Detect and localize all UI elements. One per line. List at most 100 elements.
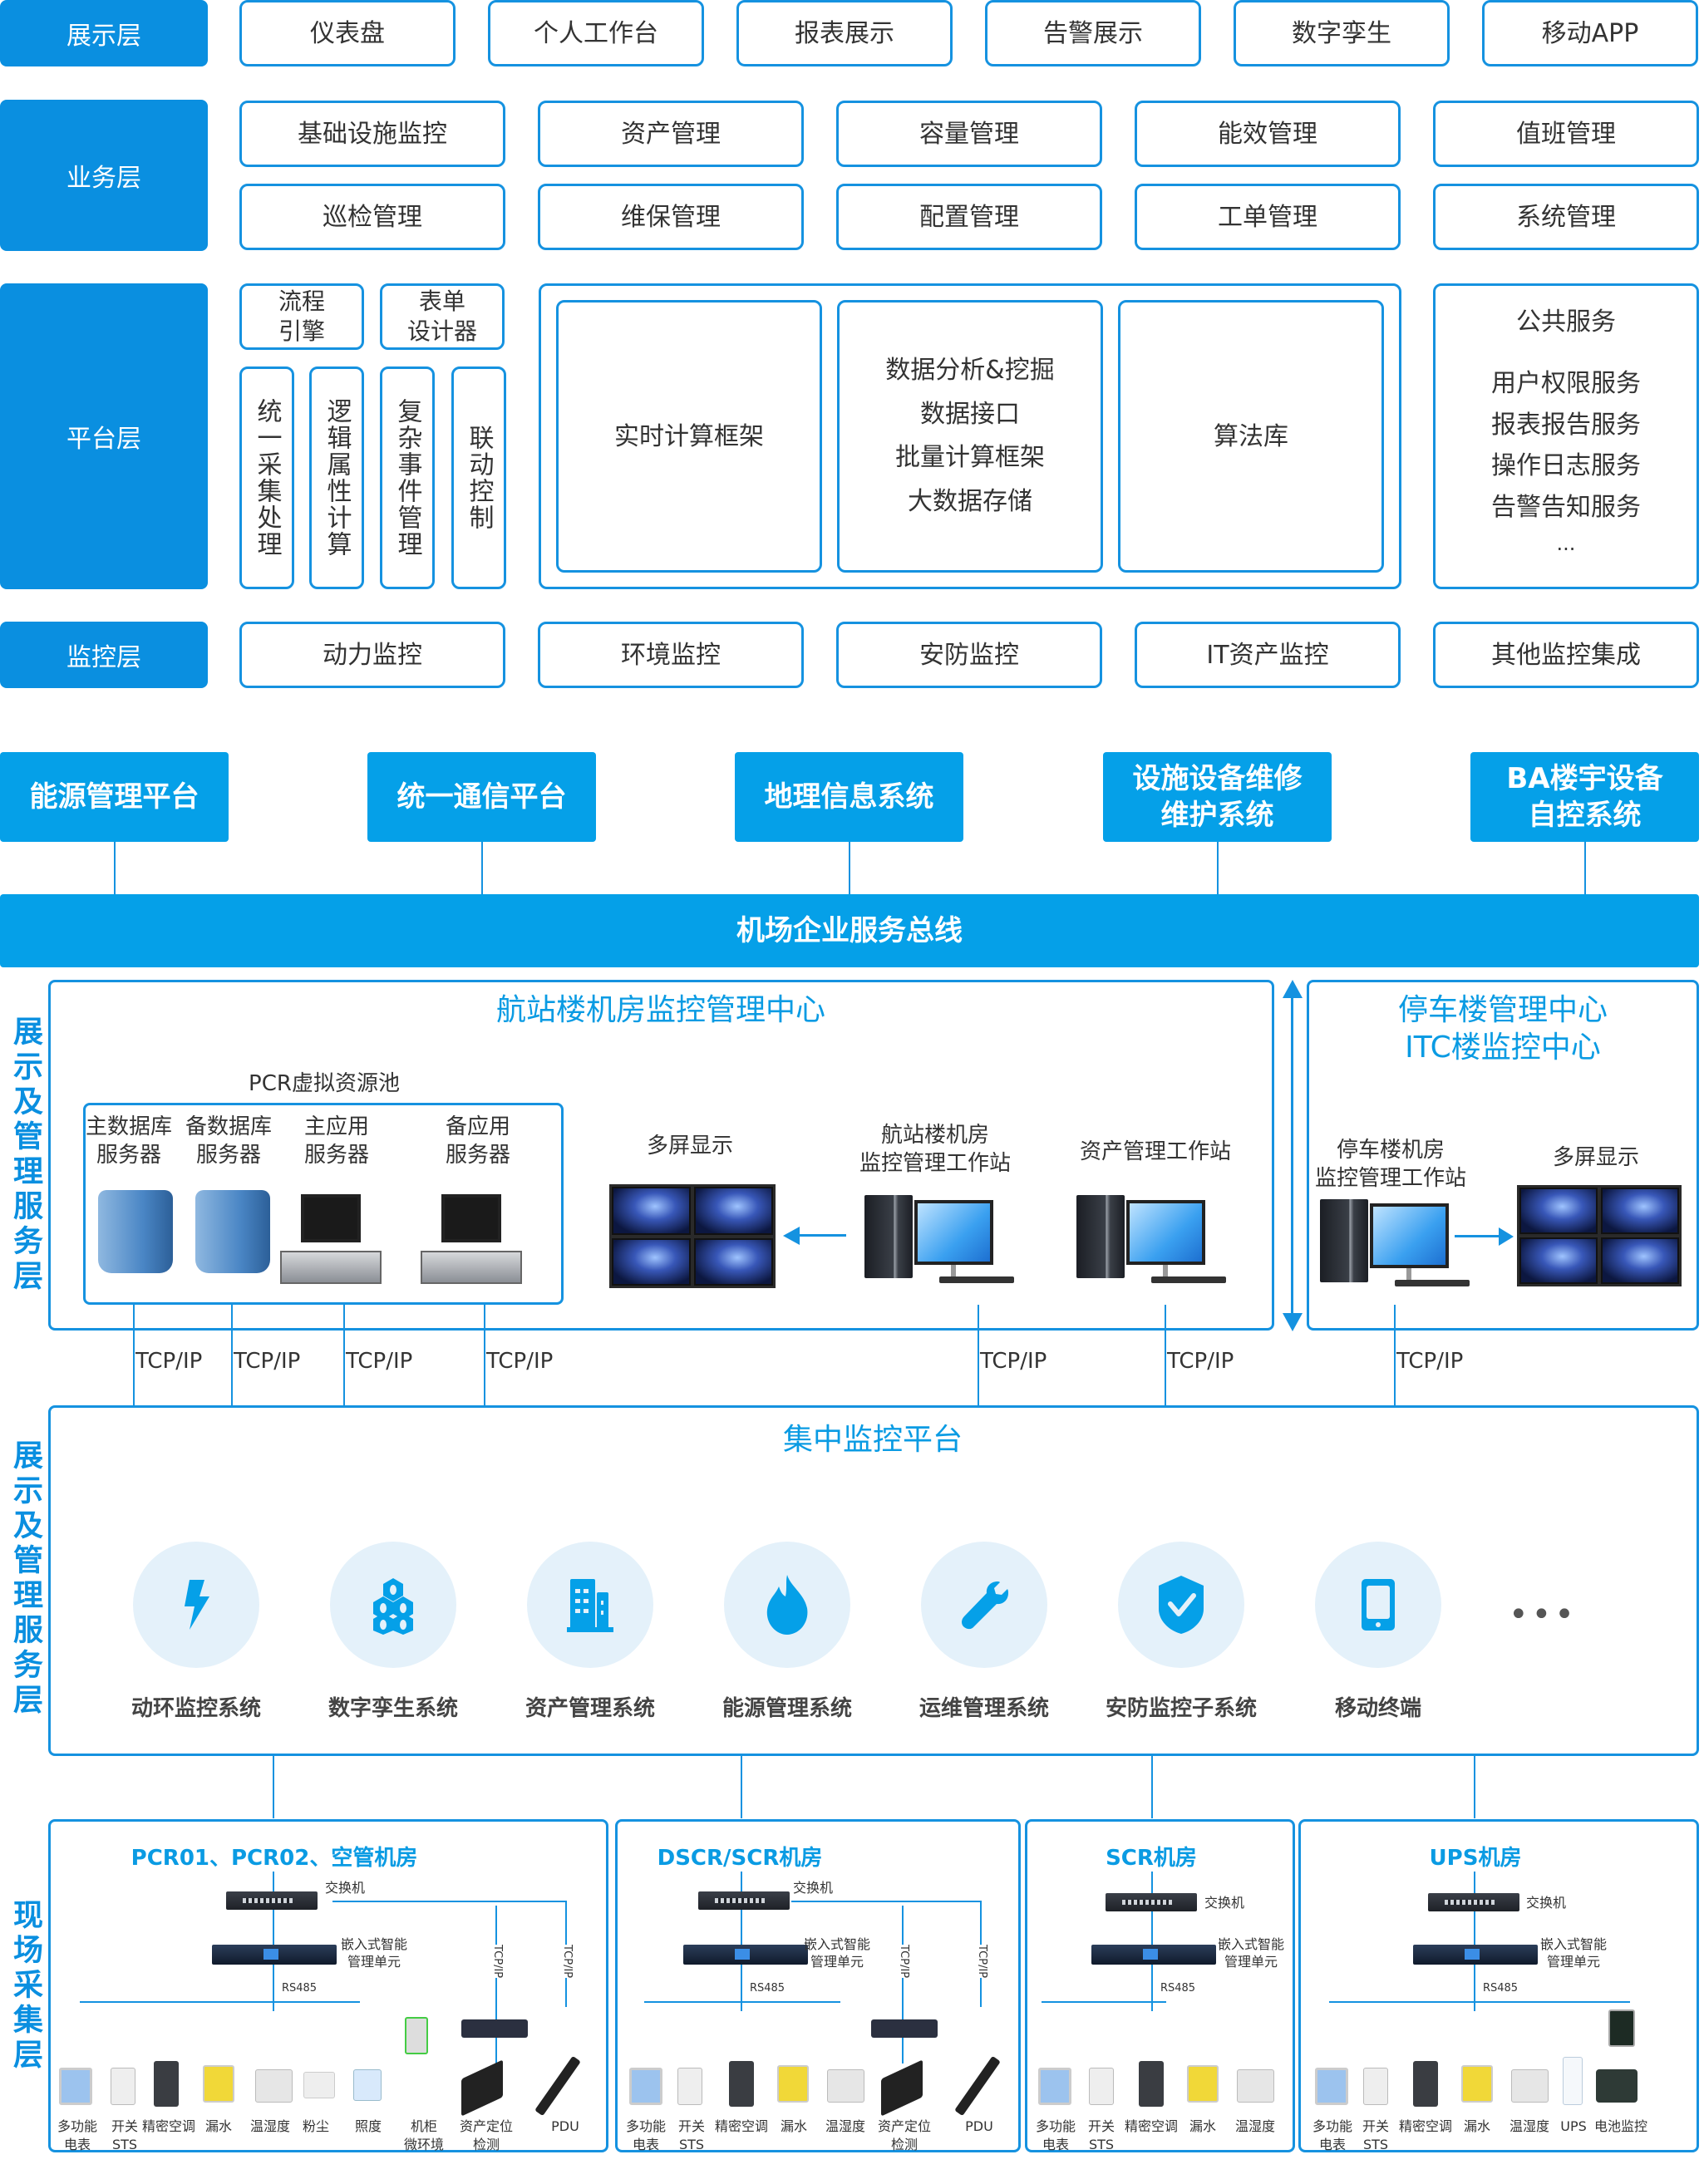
parking-center-frame — [1307, 980, 1699, 1331]
leak-detector-icon — [1461, 2065, 1493, 2103]
tcpip-line — [332, 1901, 565, 1902]
power-meter-icon — [1038, 2068, 1071, 2105]
module-inspection-mgmt: 巡检管理 — [239, 184, 505, 250]
connector-line — [114, 842, 116, 895]
system-name: 移动终端 — [1334, 1696, 1421, 1721]
monitoring-layer-label: 监控层 — [0, 622, 208, 688]
connector-line — [343, 1305, 345, 1406]
system-power-env[interactable]: 动环监控系统 — [105, 1542, 288, 1722]
connector-line — [1151, 1872, 1153, 2011]
connector-line — [1217, 842, 1219, 895]
system-asset-mgmt[interactable]: 资产管理系统 — [499, 1542, 682, 1722]
pcr-pool-title: PCR虚拟资源池 — [249, 1071, 400, 1096]
device-label: 多功能 电表 — [57, 2118, 97, 2152]
device-label: 漏水 — [1463, 2118, 1490, 2134]
module-efficiency-mgmt: 能效管理 — [1135, 101, 1401, 167]
central-layer-side-label: 展示及管理服务层 — [8, 1439, 42, 1719]
module-complex-event-mgmt: 复杂事件管理 — [380, 366, 435, 589]
module-unified-collection: 统一采集处理 — [239, 366, 294, 589]
switch-label: 交换机 — [792, 1880, 833, 1896]
tcpip-label: TCP/IP — [135, 1349, 203, 1374]
public-service-operation-log: 操作日志服务 — [1491, 451, 1641, 480]
big-data-storage-label: 大数据存储 — [908, 486, 1032, 516]
connector-line — [978, 1305, 979, 1406]
device-label: 多功能 电表 — [625, 2118, 666, 2152]
public-services-title: 公共服务 — [1516, 307, 1616, 337]
hexagon-cluster-icon — [373, 1578, 413, 1635]
device-label: 漏水 — [204, 2118, 232, 2134]
arrow-right-icon — [1499, 1227, 1514, 1246]
more-systems-ellipsis[interactable]: ••• — [1509, 1596, 1578, 1634]
module-mobile-app: 移动APP — [1482, 0, 1698, 66]
tcpip-label: TCP/IP — [234, 1349, 301, 1374]
tcpip-label: TCP/IP — [980, 1349, 1047, 1374]
connector-line — [849, 842, 850, 895]
sts-switch-icon — [677, 2068, 702, 2105]
ext-ba-building-automation: BA楼宇设备 自控系统 — [1470, 752, 1699, 842]
arrow-line — [798, 1234, 846, 1237]
room-title: UPS机房 — [1429, 1846, 1522, 1871]
enterprise-service-bus: 机场企业服务总线 — [0, 894, 1699, 967]
leak-detector-icon — [777, 2065, 809, 2103]
batch-computing-label: 批量计算框架 — [895, 443, 1045, 472]
module-alarm-display: 告警展示 — [985, 0, 1201, 66]
module-workorder-mgmt: 工单管理 — [1135, 184, 1401, 250]
tcpip-vertical-label: TCP/IP — [972, 1945, 988, 1979]
device-label: 温湿度 — [1509, 2118, 1549, 2134]
device-label: 资产定位 检测 — [459, 2118, 513, 2152]
connector-line — [133, 1305, 135, 1406]
connector-line — [741, 1756, 742, 1818]
tcpip-vertical-label: TCP/IP — [487, 1945, 504, 1979]
flame-icon — [766, 1575, 808, 1635]
ext-unified-comm-platform: 统一通信平台 — [367, 752, 596, 842]
module-infra-monitoring: 基础设施监控 — [239, 101, 505, 167]
connector-line — [741, 1872, 742, 2011]
module-it-asset-monitoring: IT资产监控 — [1135, 622, 1401, 688]
module-workflow-engine: 流程 引擎 — [239, 283, 364, 350]
system-digital-twin[interactable]: 数字孪生系统 — [302, 1542, 485, 1722]
device-label: 精密空调 — [1124, 2118, 1178, 2134]
connector-line — [273, 1756, 274, 1818]
system-name: 运维管理系统 — [918, 1696, 1049, 1721]
device-label: 开关 STS — [1362, 2118, 1389, 2152]
device-label: 开关 STS — [1087, 2118, 1115, 2152]
power-meter-icon — [1315, 2068, 1348, 2105]
arrow-down-icon — [1283, 1313, 1303, 1331]
module-environment-monitoring: 环境监控 — [538, 622, 804, 688]
device-label: 机柜 微环境 — [403, 2118, 444, 2152]
tcpip-label: TCP/IP — [346, 1349, 413, 1374]
system-mobile-terminal[interactable]: 移动终端 — [1287, 1542, 1470, 1722]
dust-sensor-icon — [303, 2072, 335, 2098]
public-service-user-permission: 用户权限服务 — [1491, 369, 1641, 398]
ext-facility-maintenance-system: 设施设备维修 维护系统 — [1103, 752, 1332, 842]
public-service-alarm-notify: 告警告知服务 — [1491, 492, 1641, 522]
network-switch-icon — [698, 1891, 790, 1910]
field-layer-side-label: 现场采集层 — [8, 1899, 42, 2073]
module-digital-twin: 数字孪生 — [1234, 0, 1450, 66]
system-energy-mgmt[interactable]: 能源管理系统 — [696, 1542, 879, 1722]
sts-switch-icon — [1089, 2068, 1114, 2105]
system-name: 能源管理系统 — [721, 1696, 852, 1721]
switch-label: 交换机 — [1204, 1895, 1244, 1911]
power-meter-icon — [59, 2068, 92, 2105]
room-frame — [1298, 1819, 1699, 2152]
mobile-phone-icon — [1362, 1579, 1395, 1631]
system-name: 数字孪生系统 — [328, 1696, 458, 1721]
tcpip-label: TCP/IP — [1167, 1349, 1234, 1374]
device-label: 开关 STS — [677, 2118, 705, 2152]
connector-line — [1165, 1305, 1166, 1406]
system-ops-mgmt[interactable]: 运维管理系统 — [893, 1542, 1076, 1722]
connector-line — [1151, 1756, 1153, 1818]
connector-line — [1584, 842, 1586, 895]
tcpip-line — [902, 1906, 904, 2063]
room-frame — [1025, 1819, 1295, 2152]
parking-multi-screen-label: 多屏显示 — [1552, 1145, 1639, 1170]
embedded-management-unit-icon — [212, 1945, 337, 1965]
rs485-label: RS485 — [1160, 1982, 1196, 1995]
module-other-integration: 其他监控集成 — [1433, 622, 1699, 688]
platform-layer-label: 平台层 — [0, 283, 208, 589]
lightning-icon — [185, 1580, 209, 1630]
system-security-monitoring[interactable]: 安防监控子系统 — [1090, 1542, 1273, 1722]
power-meter-icon — [629, 2068, 662, 2105]
building-icon — [567, 1579, 613, 1632]
